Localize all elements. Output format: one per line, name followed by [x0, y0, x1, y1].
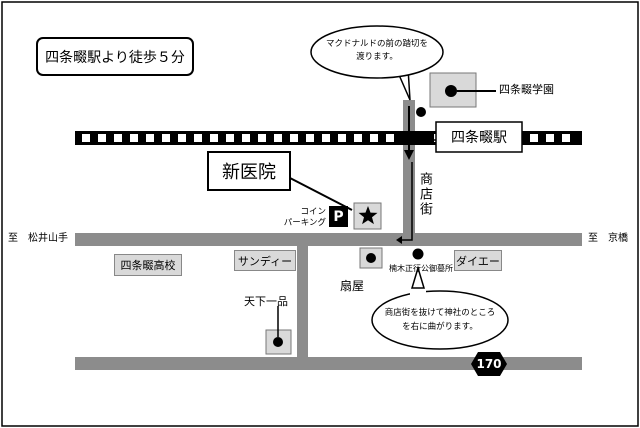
- bubble-bottom: [371, 290, 509, 350]
- railway-tie: [354, 134, 362, 142]
- railway-tie: [210, 134, 218, 142]
- railway-tie: [370, 134, 378, 142]
- parking-sign: [329, 206, 348, 227]
- railway-tie: [562, 134, 570, 142]
- direction-left-label: 至 松井山手: [8, 233, 68, 244]
- shopping-street-label: 商店街: [417, 172, 432, 217]
- sundy-label: サンディー: [237, 254, 293, 268]
- high-school-label: 四条畷高校: [120, 259, 176, 272]
- railway-tie: [258, 134, 266, 142]
- bubble-bottom-line1: 商店街を抜けて神社のところ: [384, 308, 496, 318]
- school-top-label: 四条畷学園: [499, 83, 554, 96]
- railway-tie: [338, 134, 346, 142]
- bubble-bottom-tail: [410, 265, 426, 289]
- railway-tie: [98, 134, 106, 142]
- bubble-top-tail-mask: [395, 66, 410, 72]
- railway-tie: [322, 134, 330, 142]
- tenka-label: 天下一品: [244, 295, 288, 308]
- railway-tie: [306, 134, 314, 142]
- railway-tie: [130, 134, 138, 142]
- coin-parking-label: コイン パーキング: [278, 207, 326, 229]
- kusunoki-marker: [412, 248, 424, 260]
- bubble-top-line2: 渡ります。: [356, 52, 398, 62]
- railway-tie: [82, 134, 90, 142]
- daiei-box: ダイエー: [454, 250, 502, 271]
- railway-tie: [114, 134, 122, 142]
- tenka-marker: [273, 337, 283, 347]
- clinic-name: 新医院: [222, 162, 276, 183]
- railway-tie: [162, 134, 170, 142]
- clinic-name-label: 新医院: [208, 152, 290, 190]
- railway-tie: [546, 134, 554, 142]
- route-170-number: 170: [471, 352, 507, 376]
- ougiya-marker: [366, 253, 376, 263]
- direction-right-label: 至 京橋: [588, 233, 628, 244]
- railway-tie: [290, 134, 298, 142]
- station-name-label: 四条畷駅: [436, 122, 522, 152]
- main-road: [75, 233, 582, 246]
- bubble-bottom-tail-mask: [410, 289, 426, 295]
- bubble-top-line1: マクドナルドの前の踏切を: [325, 39, 428, 49]
- coin-parking-line2: パーキング: [283, 218, 326, 228]
- connector-road: [297, 246, 308, 358]
- route-line-lower: [400, 162, 413, 241]
- railway-tie: [146, 134, 154, 142]
- high-school-box: 四条畷高校: [114, 254, 182, 276]
- parking-icon: P: [333, 208, 344, 225]
- bubble-bottom-text: 商店街を抜けて神社のところ を右に曲がります。: [372, 306, 508, 334]
- clinic-box: [207, 151, 291, 191]
- bubble-top: [310, 25, 444, 79]
- railway-tie: [530, 134, 538, 142]
- ougiya-label: 扇屋: [340, 279, 365, 293]
- route-arrow-left: [396, 236, 402, 244]
- title-box: 四条畷駅より徒歩５分: [36, 37, 194, 76]
- parking-symbol-label: P: [329, 206, 348, 227]
- route-170-label: 170: [476, 357, 502, 371]
- railway-tie: [194, 134, 202, 142]
- railway-tie: [226, 134, 234, 142]
- kusunoki-label: 楠木正行公御墓所: [389, 264, 453, 273]
- daiei-label: ダイエー: [456, 254, 500, 268]
- route-170-badge: [471, 352, 507, 376]
- sundy-box: サンディー: [234, 250, 296, 271]
- clinic-leader: [289, 177, 353, 211]
- station-name: 四条畷駅: [451, 130, 507, 146]
- bubble-bottom-line2: を右に曲がります。: [402, 322, 478, 332]
- railway-tie: [178, 134, 186, 142]
- railway-tie: [242, 134, 250, 142]
- start-marker: [416, 107, 426, 117]
- bubble-top-text: マクドナルドの前の踏切を 渡ります。: [311, 38, 443, 64]
- school-top-marker: [445, 85, 457, 97]
- railway-tie: [274, 134, 282, 142]
- station-box: [435, 121, 523, 153]
- map-title: 四条畷駅より徒歩５分: [45, 49, 185, 66]
- clinic-star-icon: [358, 206, 378, 225]
- coin-parking-line1: コイン: [300, 207, 326, 217]
- route-170-road: [75, 357, 582, 370]
- railway-tie: [386, 134, 394, 142]
- route-arrow-down: [404, 150, 414, 160]
